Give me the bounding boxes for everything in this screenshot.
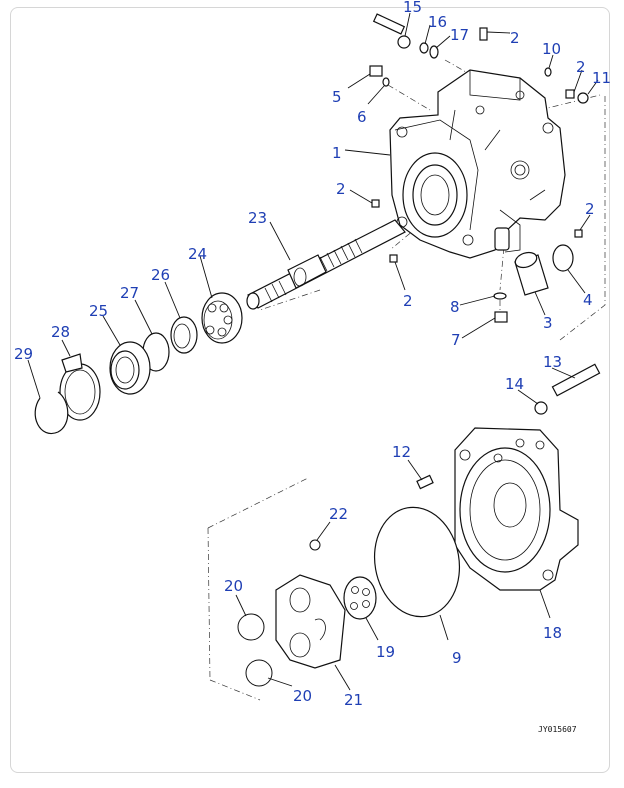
callout-2-top: 2 bbox=[510, 29, 520, 47]
retaining-ring-part-29 bbox=[34, 391, 69, 435]
callout-29: 29 bbox=[14, 345, 33, 363]
callout-25: 25 bbox=[89, 302, 108, 320]
callout-2-left: 2 bbox=[336, 180, 346, 198]
ball-part-20b bbox=[245, 659, 273, 687]
callout-5: 5 bbox=[332, 88, 342, 106]
callout-11: 11 bbox=[592, 69, 611, 87]
callout-1: 1 bbox=[332, 144, 342, 162]
callout-23: 23 bbox=[248, 209, 267, 227]
snap-ring-part-28 bbox=[59, 353, 101, 421]
callout-24: 24 bbox=[188, 245, 207, 263]
callout-19: 19 bbox=[376, 643, 395, 661]
pump-housing-part-1 bbox=[389, 69, 566, 259]
valve-plate-part-21 bbox=[275, 574, 346, 669]
callout-12: 12 bbox=[392, 443, 411, 461]
fasteners bbox=[369, 13, 601, 490]
callout-9: 9 bbox=[452, 649, 462, 667]
rear-housing-part-18 bbox=[454, 427, 579, 591]
callout-21: 21 bbox=[344, 691, 363, 709]
leader-lines bbox=[27, 12, 599, 691]
ball-part-22 bbox=[309, 539, 321, 551]
drawing-code: JY015607 bbox=[538, 725, 577, 734]
callout-4: 4 bbox=[583, 291, 593, 309]
callout-20-bottom: 20 bbox=[293, 687, 312, 705]
drive-shaft-part-23 bbox=[246, 219, 406, 310]
callout-2-right: 2 bbox=[585, 200, 595, 218]
callout-28: 28 bbox=[51, 323, 70, 341]
callout-8: 8 bbox=[450, 298, 460, 316]
callout-15: 15 bbox=[403, 0, 422, 16]
callout-labels: 15 16 17 2 10 2 11 5 6 1 2 2 23 24 26 27… bbox=[14, 0, 611, 709]
callout-16: 16 bbox=[428, 13, 447, 31]
callout-20-top: 20 bbox=[224, 577, 243, 595]
bearing-part-19 bbox=[343, 576, 377, 620]
callout-14: 14 bbox=[505, 375, 524, 393]
o-ring-part-9 bbox=[373, 506, 461, 618]
callout-7: 7 bbox=[451, 331, 461, 349]
callout-27: 27 bbox=[120, 284, 139, 302]
callout-13: 13 bbox=[543, 353, 562, 371]
callout-18: 18 bbox=[543, 624, 562, 642]
callout-10: 10 bbox=[542, 40, 561, 58]
spacer-part-26 bbox=[170, 316, 198, 354]
callout-2-right-top: 2 bbox=[576, 58, 586, 76]
callout-26: 26 bbox=[151, 266, 170, 284]
ball-part-20a bbox=[237, 613, 265, 641]
callout-6: 6 bbox=[357, 108, 367, 126]
callout-2-bottom: 2 bbox=[403, 292, 413, 310]
seal-cage-part-25 bbox=[109, 341, 151, 395]
sleeve-part-3 bbox=[514, 251, 549, 296]
bearing-part-24 bbox=[201, 292, 243, 344]
o-ring-part-4 bbox=[552, 244, 574, 272]
callout-17: 17 bbox=[450, 26, 469, 44]
callout-3: 3 bbox=[543, 314, 553, 332]
callout-22: 22 bbox=[329, 505, 348, 523]
